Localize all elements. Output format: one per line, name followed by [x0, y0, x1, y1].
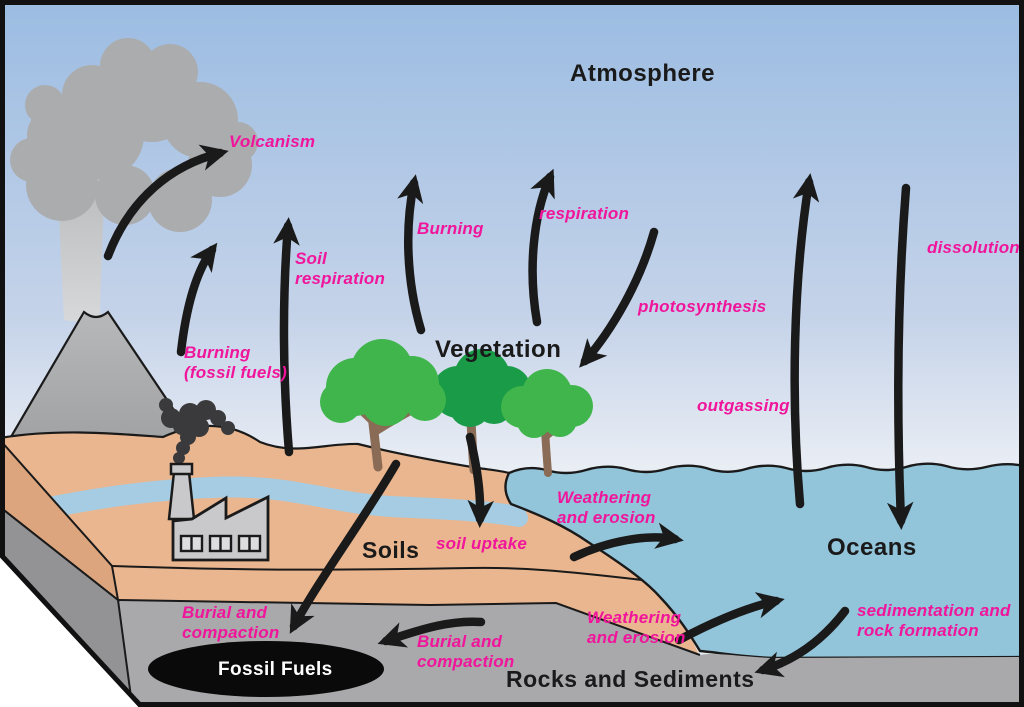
arrow-soil-respiration [273, 217, 300, 457]
arrow-burning [397, 174, 426, 335]
tree-canopy-left [320, 339, 446, 426]
arrow-outgassing [790, 173, 820, 509]
arrow-respiration [528, 168, 555, 327]
factory-windows [179, 534, 262, 553]
fossil-fuels-deposit [148, 641, 384, 697]
factory-smoke [159, 398, 235, 464]
arrow-weathering-coast [674, 592, 785, 645]
river [2, 476, 527, 528]
arrow-volcanism [103, 144, 229, 261]
arrow-dissolution [886, 183, 914, 530]
arrow-burning-fossil-fuels [176, 242, 218, 357]
factory-icon [159, 398, 270, 562]
arrow-burial-right [377, 617, 486, 648]
arrow-burial-left [289, 459, 401, 634]
factory-chimney [167, 470, 196, 521]
arrow-soil-uptake [465, 432, 494, 528]
tree-canopy-right [501, 369, 593, 438]
arrow-weathering-river [569, 522, 684, 562]
soil-front-edge [111, 565, 643, 581]
flux-arrows [103, 144, 914, 678]
arrow-sedimentation [754, 606, 850, 678]
vegetation-trees [320, 339, 593, 477]
arrow-photosynthesis [579, 227, 659, 368]
